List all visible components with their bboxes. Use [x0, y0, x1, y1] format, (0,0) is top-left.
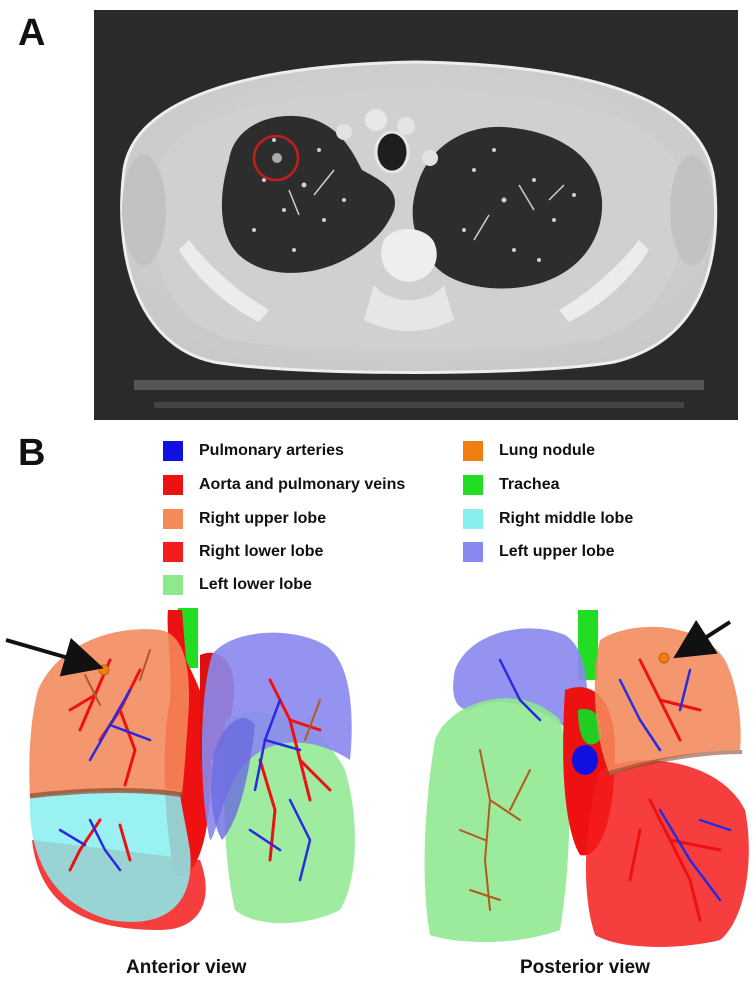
- anterior-view-caption: Anterior view: [126, 957, 247, 978]
- ct-right-lung: [221, 115, 395, 273]
- legend-item: Trachea: [463, 475, 559, 495]
- legend-label: Left lower lobe: [199, 576, 312, 593]
- nodule-arrow-anterior: [5, 637, 104, 677]
- posterior-view-caption: Posterior view: [520, 957, 650, 978]
- posterior-view-model: [424, 610, 749, 947]
- nodule-marker-circle: [252, 134, 300, 182]
- legend-label: Right upper lobe: [199, 510, 327, 527]
- legend-item: Aorta and pulmonary veins: [163, 475, 405, 495]
- legend-item: Right lower lobe: [163, 542, 323, 562]
- legend-swatch: [463, 509, 483, 529]
- ct-scan-image: [94, 10, 738, 420]
- legend-label: Trachea: [499, 476, 560, 493]
- legend-item: Lung nodule: [463, 441, 595, 461]
- lung-3d-renderings: [5, 608, 749, 947]
- legend-item: Pulmonary arteries: [163, 441, 344, 461]
- legend-swatch: [163, 542, 183, 562]
- ct-left-lung: [412, 126, 603, 289]
- legend-swatch: [463, 475, 483, 495]
- legend-label: Right lower lobe: [199, 543, 324, 560]
- legend-label: Aorta and pulmonary veins: [199, 476, 406, 493]
- legend-swatch: [463, 542, 483, 562]
- legend-item: Right upper lobe: [163, 509, 326, 529]
- legend-swatch: [163, 509, 183, 529]
- anterior-view-model: [29, 608, 356, 930]
- legend-swatch: [163, 575, 183, 595]
- nodule-arrow-posterior: [673, 619, 732, 659]
- legend-swatch: [163, 441, 183, 461]
- legend-label: Lung nodule: [499, 442, 595, 459]
- legend-label: Left upper lobe: [499, 543, 615, 560]
- legend-swatch: [463, 441, 483, 461]
- panel-label-a: A: [18, 12, 46, 54]
- ct-trachea: [374, 130, 410, 174]
- legend-item: Left upper lobe: [463, 542, 615, 562]
- legend-item: Left lower lobe: [163, 575, 312, 595]
- legend-item: Right middle lobe: [463, 509, 633, 529]
- legend-label: Right middle lobe: [499, 510, 634, 527]
- ct-nodule: [272, 153, 282, 163]
- legend-swatch: [163, 475, 183, 495]
- panel-label-b: B: [18, 432, 46, 474]
- legend-label: Pulmonary arteries: [199, 442, 344, 459]
